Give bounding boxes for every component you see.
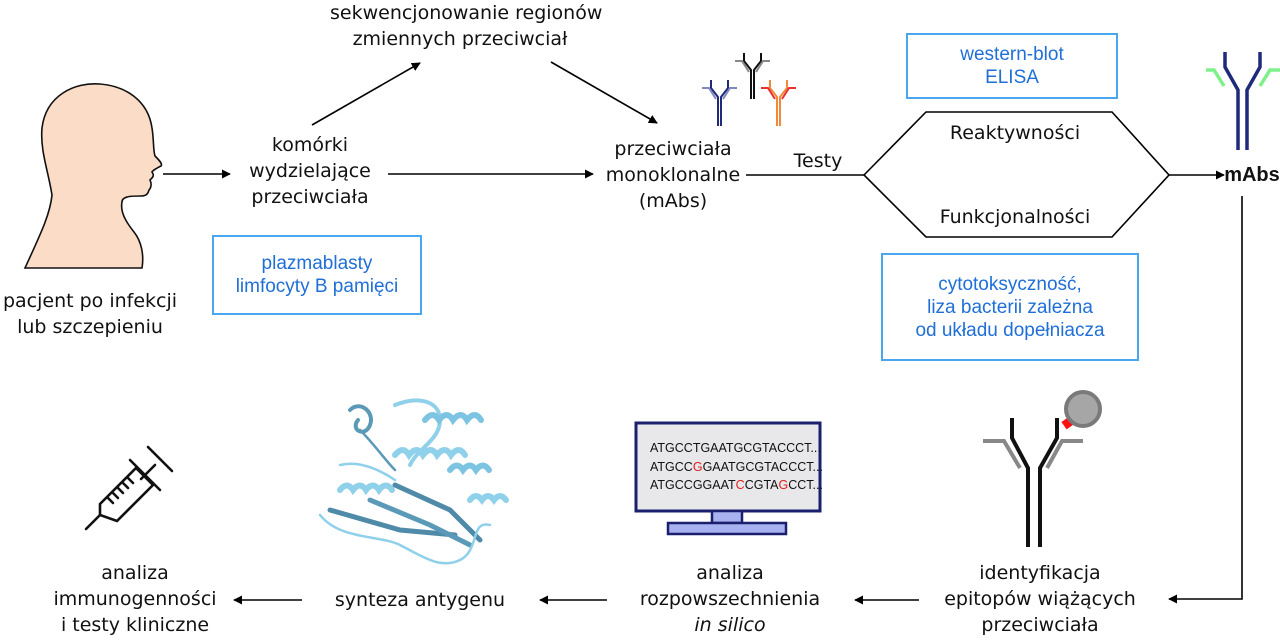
antibody-black-icon [735,53,770,99]
sequence-segment: CCT... [788,478,823,492]
secreting-cells-label: komórki wydzielające przeciwciała [249,134,371,208]
functionality-label: Funkcjonalności [939,206,1091,228]
cell-types-box: plazmablasty limfocyty B pamięci [212,235,422,315]
sequence-segment: CGTA [745,478,779,492]
arrows [163,61,1243,605]
mutation-base: C [736,478,745,492]
sequence-line-2: ATGCCGGAATGCGTACCCT... [650,460,823,474]
sequence-segment: ATGCCGGAAT [650,478,736,492]
sequence-segment: GAATGCGTACCCT... [703,460,823,474]
sequence-segment: ATGCC [650,460,693,474]
antibodies-group-icon [702,53,796,126]
antibody-epitope-icon [983,390,1102,547]
human-head-icon [23,83,163,269]
in-silico-label: analiza rozpowszechnienia in silico [639,562,821,636]
sequence-segment: ATGCCTGAATGCGTACCCT... [650,441,821,455]
antibody-icon [1206,52,1280,150]
antibody-blue-icon [702,80,737,126]
mutation-base: G [778,478,788,492]
computer-monitor-icon: ATGCCTGAATGCGTACCCT... ATGCCGGAATGCGTACC… [634,421,823,536]
arrow-cells-to-sequencing [311,62,421,126]
arrow-sequencing-to-mabs [550,61,658,124]
clinical-label: analiza immunogenności i testy kliniczne [53,562,217,636]
protein-structure-icon [318,398,509,565]
tests-label: Testy [793,150,843,172]
epitope-label: identyfikacja epitopów wiążących przeciw… [944,562,1136,636]
sequencing-label: sekwencjonowanie regionów zmiennych prze… [330,2,603,50]
antibody-orange-icon [761,80,796,126]
reactivity-label: Reaktywności [949,122,1081,144]
connector-mabs-to-epitope [1168,196,1243,604]
mutation-base: G [693,460,703,474]
antigen-label: synteza antygenu [334,589,506,611]
patient-label: pacjent po infekcji lub szczepieniu [2,290,178,338]
syringe-icon [84,445,174,531]
sequence-line-1: ATGCCTGAATGCGTACCCT... [650,441,821,455]
antigen-circle [1064,390,1102,428]
sequence-line-3: ATGCCGGAATCCGTAGCCT... [650,478,823,492]
functionality-methods-box: cytotoksyczność, liza bacterii zależna o… [881,253,1139,361]
mabs-label: mAbs [1224,164,1280,186]
reactivity-methods-box: western-blot ELISA [906,33,1118,99]
monoclonal-label: przeciwciała monoklonalne (mAbs) [605,138,741,212]
